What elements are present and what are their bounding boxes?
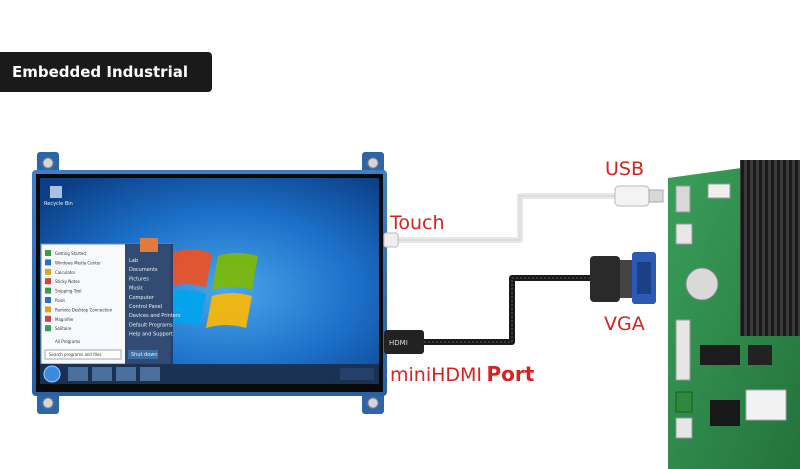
usb-label: USB [605,158,645,180]
start-menu-item[interactable]: Solitaire [55,326,72,331]
start-menu-link[interactable]: Default Programs [129,322,173,328]
system-tray [340,368,374,380]
start-menu-item[interactable]: Magnifier [55,317,74,322]
minihdmi-port-label: miniHDMI Port [390,362,534,386]
audio-jack [675,391,693,413]
taskbar-app-icon [140,367,160,381]
start-item-icon [45,325,51,332]
start-item-icon [45,287,51,294]
start-menu-item[interactable]: Sticky Notes [55,279,80,284]
start-item-icon [45,306,51,313]
hdmi-plug-label: HDMI [389,339,408,347]
start-item-icon [45,278,51,285]
minihdmi-label: miniHDMI [390,364,483,386]
board-chip [700,345,740,365]
start-item-icon [45,315,51,322]
start-menu-item[interactable]: Windows Media Center [55,260,101,265]
start-item-icon [45,268,51,275]
start-menu-item[interactable]: Paint [55,298,65,303]
all-programs-link[interactable]: All Programs [55,339,80,344]
industrial-board [668,160,800,469]
usb-touch-cable [383,185,664,248]
micro-usb-plug [383,232,399,248]
start-menu-link[interactable]: Music [129,286,143,292]
usb-a-plug [614,185,650,207]
start-menu-item[interactable]: Getting Started [55,251,86,256]
start-menu-link[interactable]: Lab [129,258,138,264]
start-search-input[interactable] [44,349,122,360]
user-avatar [140,238,158,252]
vga-plug-body [590,256,620,302]
start-menu-link[interactable]: Devices and Printers [129,313,181,319]
board-chip [710,400,740,426]
start-item-icon [45,259,51,266]
start-menu-item[interactable]: Calculator [55,270,76,275]
start-menu-right-pane [125,244,173,364]
taskbar-app-icon [92,367,112,381]
start-menu-link[interactable]: Documents [129,267,158,273]
port-label: Port [486,362,535,386]
screw-icon [42,397,54,409]
taskbar-app-icon [68,367,88,381]
taskbar [40,364,379,384]
heatsink [740,160,800,336]
screw-icon [367,157,379,169]
board-connector [745,389,787,421]
start-menu-link[interactable]: Computer [129,295,155,301]
recycle-bin-icon [50,186,62,198]
touch-label: Touch [390,212,445,234]
start-menu-link[interactable]: Help and Support [129,332,173,338]
start-menu-link[interactable]: Pictures [129,276,149,282]
shutdown-button[interactable] [128,350,158,359]
board-chip [748,345,772,365]
title-text: Embedded Industrial Board [12,63,188,121]
title-badge: Embedded Industrial Board [0,52,212,121]
start-menu-link[interactable]: Control Panel [129,304,162,310]
start-menu-item[interactable]: Snipping Tool [55,289,82,294]
board-connector [675,223,693,245]
taskbar-app-icon [116,367,136,381]
usb-port [675,185,691,213]
start-orb-icon[interactable] [43,365,61,383]
power-header [707,183,731,199]
coin-battery [685,267,719,301]
usb-a-tip [648,189,664,203]
start-search-placeholder: Search programs and files [49,352,101,357]
board-connector [675,417,693,439]
start-item-icon [45,250,51,256]
board-connector [675,319,691,381]
vga-label: VGA [604,313,645,335]
mini-hdmi-plug [384,330,424,354]
start-item-icon [45,297,51,303]
shutdown-label: Shut down [131,352,158,358]
desktop-icon-label: Recycle Bin [44,201,73,207]
vga-plug-shell [620,260,632,298]
screw-icon [367,397,379,409]
start-menu-item[interactable]: Remote Desktop Connection [55,307,113,312]
hdmi-vga-cable: HDMI [384,252,656,354]
screw-icon [42,157,54,169]
